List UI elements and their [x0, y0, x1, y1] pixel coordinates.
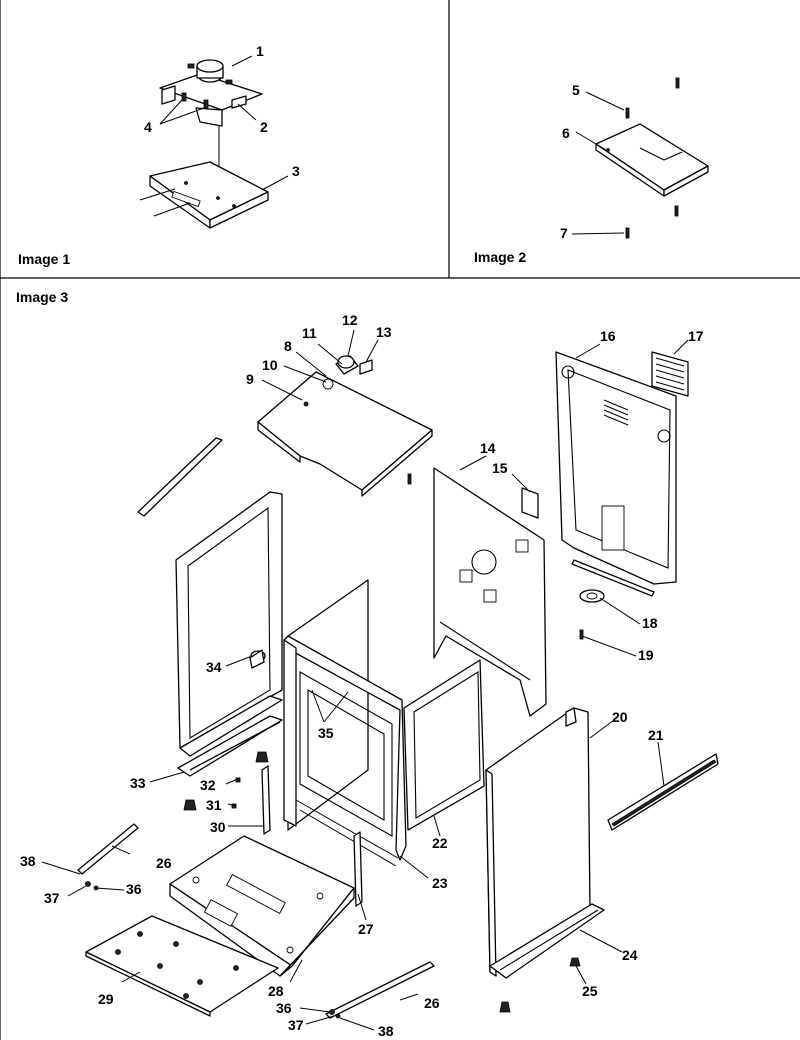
- screw-5: [625, 107, 630, 119]
- label-7: 7: [560, 225, 568, 241]
- label-27: 27: [358, 921, 374, 937]
- top-hole: [322, 378, 334, 390]
- label-14: 14: [480, 440, 496, 456]
- label-16: 16: [600, 328, 616, 344]
- label-12: 12: [342, 312, 358, 328]
- label-28: 28: [268, 983, 284, 999]
- label-19: 19: [638, 647, 654, 663]
- label-38-left: 38: [20, 853, 36, 869]
- label-9: 9: [246, 371, 254, 387]
- caption-image1: Image 1: [18, 251, 70, 267]
- label-33: 33: [130, 775, 146, 791]
- switch-terminal: [231, 95, 247, 109]
- label-36-left: 36: [126, 881, 142, 897]
- bracket-27: [353, 831, 363, 907]
- label-31: 31: [206, 797, 222, 813]
- image2-cover-plate: [571, 77, 709, 239]
- label-34: 34: [206, 659, 222, 675]
- label-32: 32: [200, 777, 216, 793]
- clip-13: [359, 359, 373, 375]
- bracket-flange: [195, 107, 223, 127]
- screw-9: [303, 401, 309, 407]
- caption-image2: Image 2: [474, 249, 526, 265]
- label-15: 15: [492, 460, 508, 476]
- label-3: 3: [292, 163, 300, 179]
- center-side-panel: [403, 659, 485, 831]
- label-36-bottom: 36: [276, 1000, 292, 1016]
- right-side-panel: [485, 707, 591, 973]
- rear-panel: [555, 351, 677, 585]
- label-37-left: 37: [44, 890, 60, 906]
- label-26-left: 26: [156, 855, 172, 871]
- bracket-30: [261, 765, 271, 835]
- leveler-25: [569, 957, 581, 967]
- label-1: 1: [256, 43, 264, 59]
- back-panel-port: [471, 549, 497, 575]
- label-26-bottom: 26: [424, 995, 440, 1011]
- left-top-trim: [137, 437, 223, 517]
- label-10: 10: [262, 357, 278, 373]
- plate-slot: [171, 190, 201, 208]
- pin-19: [579, 629, 584, 640]
- label-24: 24: [622, 947, 638, 963]
- label-8: 8: [284, 338, 292, 354]
- caption-image3: Image 3: [16, 289, 68, 305]
- screw-7: [625, 227, 630, 239]
- image3-cabinet: [77, 351, 719, 1019]
- label-25: 25: [582, 983, 598, 999]
- top-panel: [257, 371, 433, 491]
- label-38-bottom: 38: [378, 1023, 394, 1039]
- screw-top: [675, 77, 680, 89]
- label-30: 30: [210, 819, 226, 835]
- rear-panel-window: [601, 505, 625, 551]
- image3-leaders: [41, 329, 689, 1031]
- front-frame: [283, 635, 407, 861]
- label-22: 22: [432, 835, 448, 851]
- label-23: 23: [432, 875, 448, 891]
- label-13: 13: [376, 324, 392, 340]
- label-11: 11: [302, 325, 317, 341]
- left-bottom-rail: [177, 715, 283, 777]
- label-6: 6: [562, 125, 570, 141]
- label-37-bottom: 37: [288, 1017, 304, 1033]
- part-15: [521, 487, 539, 519]
- strip-26-left: [77, 823, 139, 875]
- label-5: 5: [572, 82, 580, 98]
- label-21: 21: [648, 727, 664, 743]
- screw-right: [203, 99, 209, 109]
- label-17: 17: [688, 328, 704, 344]
- label-2: 2: [260, 119, 268, 135]
- bracket-tab: [161, 85, 176, 105]
- label-35: 35: [318, 725, 334, 741]
- screw-bottom: [674, 205, 679, 217]
- label-4: 4: [144, 119, 152, 135]
- screw-left: [181, 92, 187, 102]
- image1-switch-assembly: [139, 55, 289, 229]
- label-18: 18: [642, 615, 658, 631]
- label-20: 20: [612, 709, 628, 725]
- strip-26-bottom: [325, 961, 435, 1019]
- label-29: 29: [98, 991, 114, 1007]
